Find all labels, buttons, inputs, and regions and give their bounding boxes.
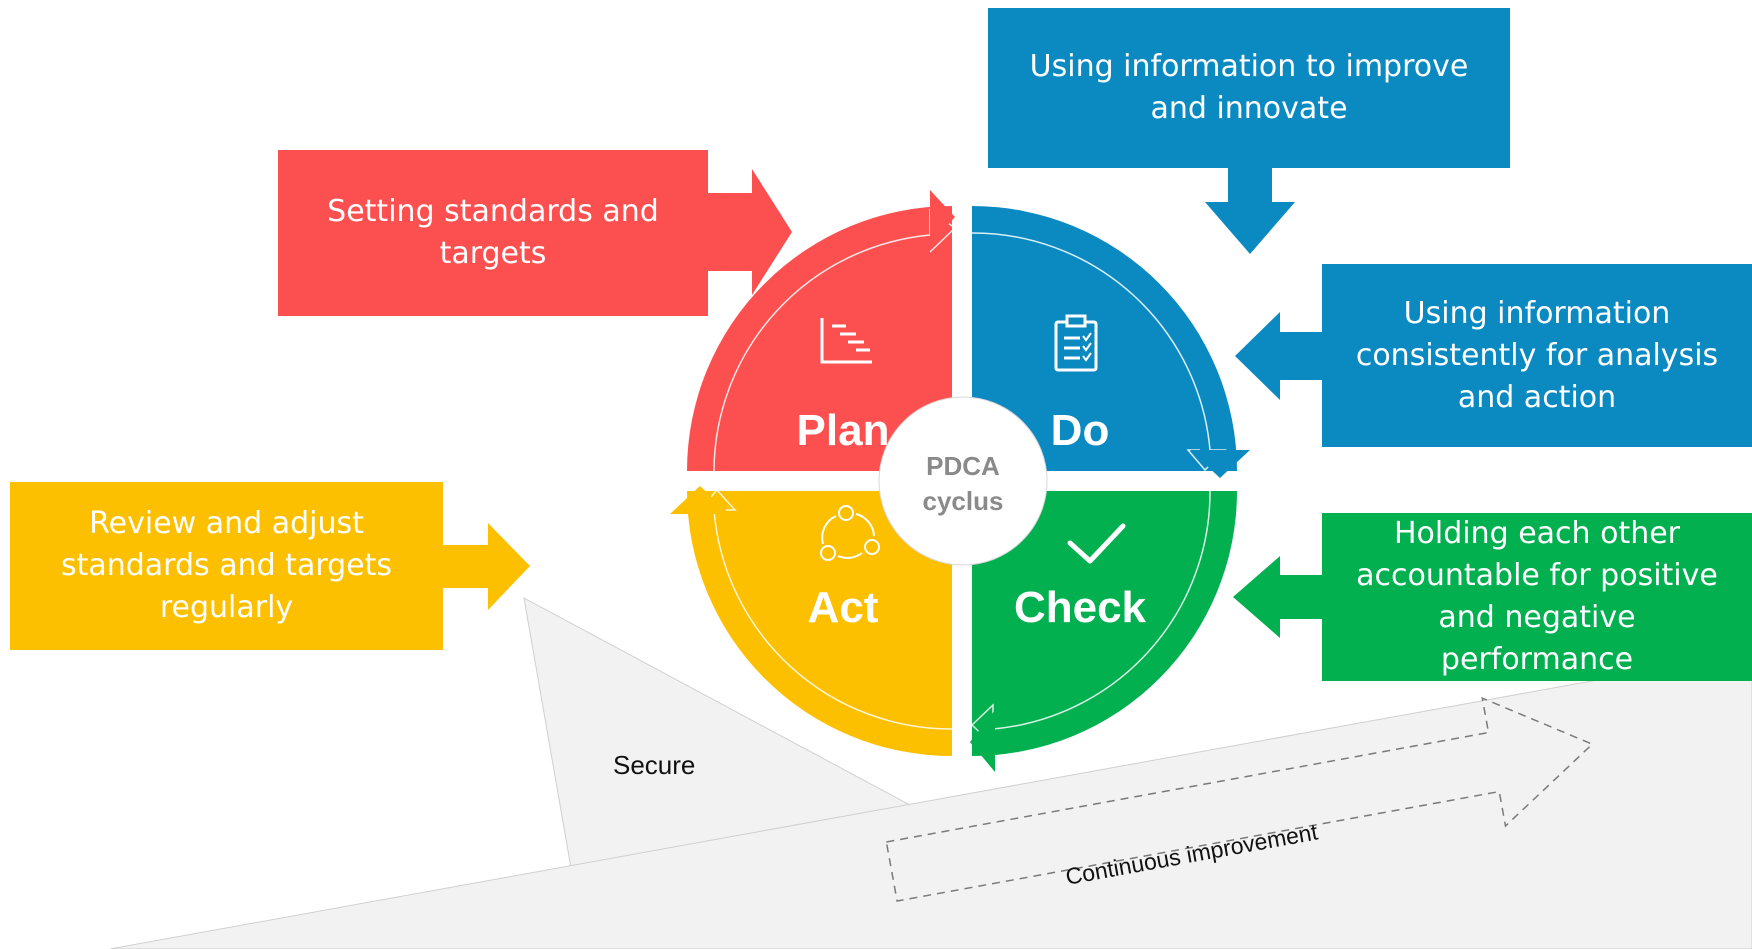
check-label: Check [1014, 583, 1147, 632]
check-quadrant [972, 491, 1237, 756]
plan-label: Plan [797, 406, 890, 455]
act-label: Act [808, 583, 879, 632]
check-arrowhead [970, 710, 995, 772]
do-top-pointer-arrow [1205, 168, 1295, 254]
improvement-ramp [109, 651, 1752, 949]
act-inner-arrow [698, 488, 953, 730]
gantt-chart-icon [820, 318, 872, 364]
do-inner-arrow [971, 232, 1227, 472]
plan-description: Setting standards and targets [327, 194, 659, 271]
plan-arrowhead [930, 190, 955, 245]
do-quadrant [972, 206, 1237, 471]
check-description-box: Holding each other accountable for posit… [1322, 513, 1752, 681]
do-arrowhead [1190, 450, 1250, 478]
check-inner-arrow [970, 490, 1211, 747]
do-right-pointer-arrow [1235, 312, 1322, 400]
plan-pointer-arrow [708, 169, 792, 295]
act-arrowhead [670, 486, 730, 514]
secure-label: Secure [613, 750, 695, 780]
act-description: Review and adjust standards and targets … [60, 506, 393, 625]
clipboard-checklist-icon [1054, 314, 1098, 372]
improvement-arrow [885, 696, 1594, 902]
act-description-box: Review and adjust standards and targets … [10, 482, 443, 650]
cycle-arrows-icon [820, 505, 880, 561]
do-right-description-box: Using information consistently for analy… [1322, 264, 1752, 447]
do-label: Do [1051, 406, 1110, 455]
check-pointer-arrow [1233, 556, 1322, 638]
checkmark-icon [1067, 523, 1126, 564]
center-label-line2: cyclus [923, 486, 1004, 516]
act-pointer-arrow [443, 523, 530, 610]
plan-description-box: Setting standards and targets [278, 150, 708, 316]
center-label-line1: PDCA [926, 451, 1000, 481]
plan-inner-arrow [713, 208, 957, 472]
act-quadrant [687, 491, 952, 756]
do-right-description: Using information consistently for analy… [1355, 295, 1719, 415]
plan-quadrant [687, 206, 952, 471]
do-top-description-box: Using information to improve and innovat… [988, 8, 1510, 168]
center-circle [878, 396, 1048, 566]
do-top-description: Using information to improve and innovat… [1029, 49, 1469, 126]
check-description: Holding each other accountable for posit… [1356, 516, 1718, 677]
